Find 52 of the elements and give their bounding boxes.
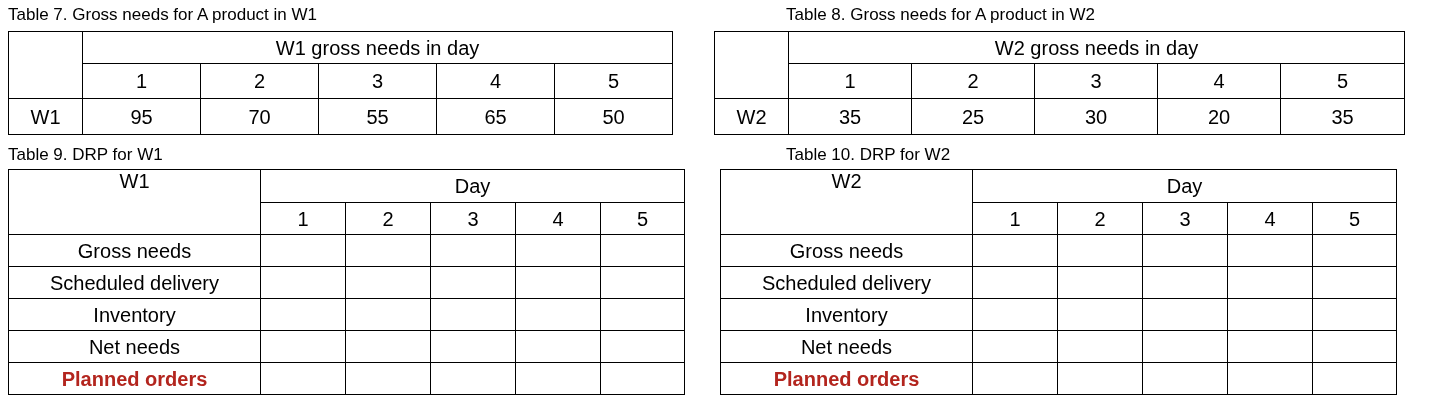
row-label: Inventory — [8, 298, 261, 331]
table-title: Table 7. Gross needs for A product in W1 — [8, 5, 317, 25]
row-label: Net needs — [720, 330, 973, 363]
table-title: Table 10. DRP for W2 — [786, 145, 951, 165]
row-label: Scheduled delivery — [720, 266, 973, 299]
day-number: 2 — [1057, 202, 1143, 235]
column-header: W2 gross needs in day — [788, 31, 1405, 64]
day-number: 1 — [972, 202, 1058, 235]
day-number: 1 — [260, 202, 346, 235]
value: 65 — [436, 98, 555, 135]
day-number: 5 — [600, 202, 685, 235]
day-number: 3 — [1034, 63, 1158, 99]
value: 25 — [911, 98, 1035, 135]
row-header: W2 — [720, 169, 973, 235]
day-number: 2 — [200, 63, 319, 99]
row-label: W1 — [8, 98, 83, 135]
value: 35 — [1280, 98, 1405, 135]
row-header: W1 — [8, 169, 261, 235]
row-label: Planned orders — [720, 362, 973, 395]
day-number: 2 — [345, 202, 431, 235]
day-number: 4 — [1157, 63, 1281, 99]
row-label: Gross needs — [720, 234, 973, 267]
day-number: 5 — [1280, 63, 1405, 99]
value: 70 — [200, 98, 319, 135]
row-label: Planned orders — [8, 362, 261, 395]
value: 30 — [1034, 98, 1158, 135]
value: 95 — [82, 98, 201, 135]
day-number: 5 — [1312, 202, 1397, 235]
row-label: Net needs — [8, 330, 261, 363]
day-number: 1 — [788, 63, 912, 99]
day-number: 4 — [436, 63, 555, 99]
day-number: 3 — [1142, 202, 1228, 235]
column-header: Day — [260, 169, 685, 203]
day-number: 2 — [911, 63, 1035, 99]
value: 20 — [1157, 98, 1281, 135]
day-number: 3 — [430, 202, 516, 235]
value: 35 — [788, 98, 912, 135]
day-number: 3 — [318, 63, 437, 99]
day-number: 4 — [515, 202, 601, 235]
day-number: 1 — [82, 63, 201, 99]
row-label: Scheduled delivery — [8, 266, 261, 299]
row-label: Gross needs — [8, 234, 261, 267]
row-label: Inventory — [720, 298, 973, 331]
value: 55 — [318, 98, 437, 135]
column-header: Day — [972, 169, 1397, 203]
value: 50 — [554, 98, 673, 135]
day-number: 4 — [1227, 202, 1313, 235]
day-number: 5 — [554, 63, 673, 99]
row-label: W2 — [714, 98, 789, 135]
table-title: Table 9. DRP for W1 — [8, 145, 163, 165]
table-title: Table 8. Gross needs for A product in W2 — [786, 5, 1095, 25]
column-header: W1 gross needs in day — [82, 31, 673, 64]
